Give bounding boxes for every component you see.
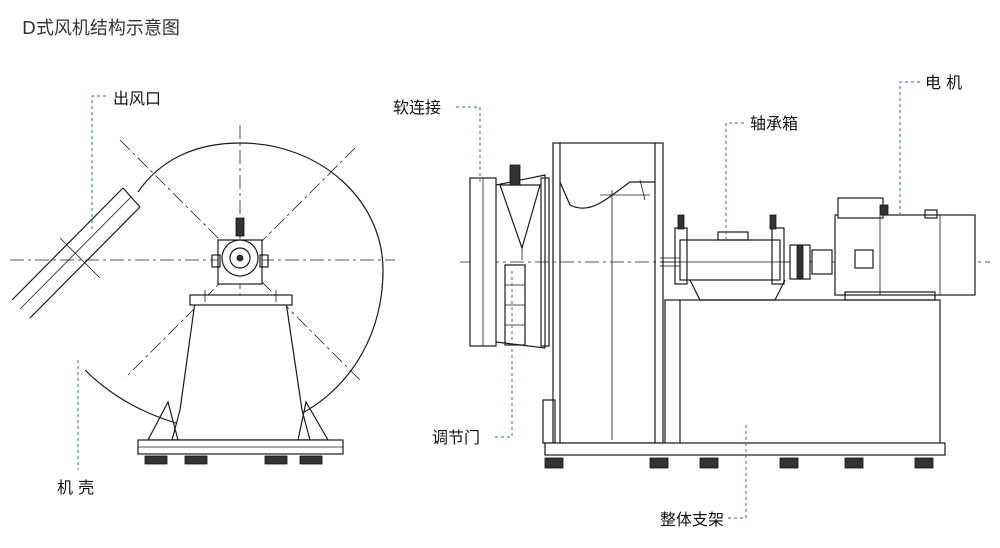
label-soft-joint: 软连接 <box>393 98 441 117</box>
leader-bearing-box <box>725 122 744 240</box>
leader-outlet <box>91 95 106 230</box>
label-base-frame: 整体支架 <box>660 510 724 529</box>
front-pedestal <box>137 290 344 465</box>
coupling <box>789 244 833 280</box>
label-motor: 电 机 <box>925 73 962 92</box>
page-title: D式风机结构示意图 <box>22 18 180 39</box>
label-bearing-box: 轴承箱 <box>750 114 798 133</box>
base-frame <box>544 299 946 469</box>
label-damper: 调节门 <box>432 428 480 447</box>
outlet-duct <box>11 187 141 319</box>
front-view <box>10 125 395 465</box>
leader-base-frame <box>728 425 747 519</box>
label-outlet: 出风口 <box>113 89 161 108</box>
soft-joint <box>469 177 497 347</box>
leader-damper <box>495 270 513 438</box>
label-casing: 机 壳 <box>57 478 94 497</box>
leader-soft-joint <box>456 106 481 185</box>
motor <box>834 197 976 301</box>
bearing-box <box>660 214 840 301</box>
leader-lines <box>77 81 920 519</box>
leader-motor <box>899 81 920 215</box>
inlet-damper <box>495 164 550 349</box>
front-hub <box>211 217 269 285</box>
side-view <box>460 142 990 469</box>
side-casing <box>542 142 664 444</box>
